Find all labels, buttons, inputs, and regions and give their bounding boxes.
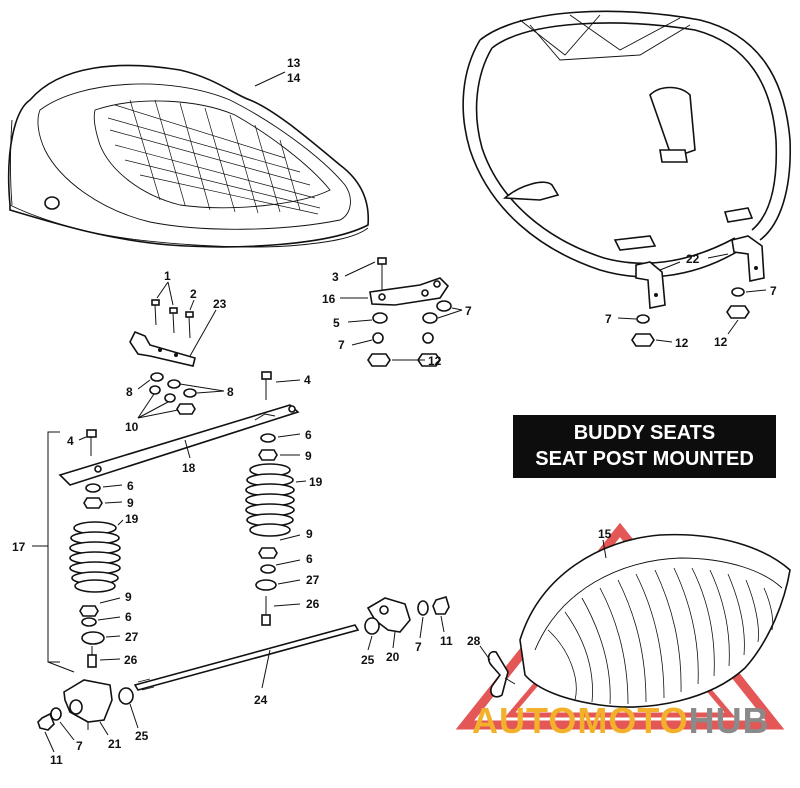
seat-bar [58,404,300,486]
callout-6: 6 [306,552,313,566]
callout-25: 25 [361,653,375,667]
callout-8: 8 [126,385,133,399]
callout-10: 10 [125,420,139,434]
callout-4: 4 [304,373,311,387]
washer [436,300,452,312]
callout-26: 26 [306,597,320,611]
stud-26-right [261,596,271,626]
nut [631,333,655,347]
callout-7: 7 [338,338,345,352]
callout-25: 25 [135,729,149,743]
callout-9: 9 [306,527,313,541]
callout-6: 6 [305,428,312,442]
watermark-text-primary: AUTOMOTO [472,700,689,741]
callout-23: 23 [213,297,227,311]
assembly-bracket-17 [47,431,60,663]
callout-6: 6 [127,479,134,493]
title-line-1: BUDDY SEATS [573,422,716,444]
seat-grid [107,99,321,215]
leader-13 [254,71,286,87]
spring-left [69,521,121,593]
rail-bracket-left [635,261,666,309]
bracket-23 [129,330,196,367]
callout-6: 6 [125,610,132,624]
washer [372,312,388,324]
diagram-title-box: BUDDY SEATS SEAT POST MOUNTED [513,415,776,478]
lockwasher [422,332,434,344]
callout-2: 2 [190,287,197,301]
callout-7: 7 [605,312,612,326]
callout-9: 9 [127,496,134,510]
callout-11: 11 [50,753,63,767]
callout-16: 16 [322,292,336,306]
clamp-plate [369,277,450,306]
callout-7: 7 [465,304,472,318]
callout-28: 28 [467,634,481,648]
callout-19: 19 [309,475,323,489]
nut [726,305,750,319]
bolt-4-left [86,429,97,456]
callout-12: 12 [714,335,728,349]
rail-bracket-right [731,235,765,282]
callout-11: 11 [440,634,453,648]
callout-20: 20 [386,650,400,664]
bolts-1-2 [151,299,194,339]
callout-27: 27 [306,573,320,587]
bolt-3 [377,257,387,290]
title-line-2: SEAT POST MOUNTED [535,448,754,470]
callout-26: 26 [124,653,138,667]
callout-12: 12 [675,336,689,350]
callout-15: 15 [598,527,612,541]
callout-5: 5 [333,316,340,330]
callout-19: 19 [125,512,139,526]
callout-4: 4 [67,434,74,448]
rod-24 [133,624,360,691]
callout-21: 21 [108,737,122,751]
callout-8: 8 [227,385,234,399]
nut [367,353,391,367]
callout-12: 12 [428,354,442,368]
callout-24: 24 [254,693,268,707]
solo-seat [7,64,370,248]
callout-22: 22 [686,252,700,266]
watermark-logo: AUTOMOTOHUB [472,700,770,742]
callout-1: 1 [164,269,171,283]
callout-18: 18 [182,461,196,475]
washer [636,314,650,324]
callout-14: 14 [287,71,301,85]
callout-9: 9 [125,590,132,604]
seat-rail [462,10,792,278]
washer [422,312,438,324]
callout-9: 9 [305,449,312,463]
bracket-21 [63,679,113,730]
callout-7: 7 [415,640,422,654]
watermark-text-secondary: HUB [688,700,770,741]
callout-17: 17 [12,540,26,554]
callout-7: 7 [76,739,83,753]
bolt-4-top [261,371,272,400]
spring-right [245,463,295,537]
buddy-seat-pad [519,533,791,708]
callout-3: 3 [332,270,339,284]
callout-13: 13 [287,56,301,70]
callout-7: 7 [770,284,777,298]
callout-27: 27 [125,630,139,644]
stud-26-left [87,646,97,668]
washer [731,287,745,297]
lockwasher [372,332,384,344]
